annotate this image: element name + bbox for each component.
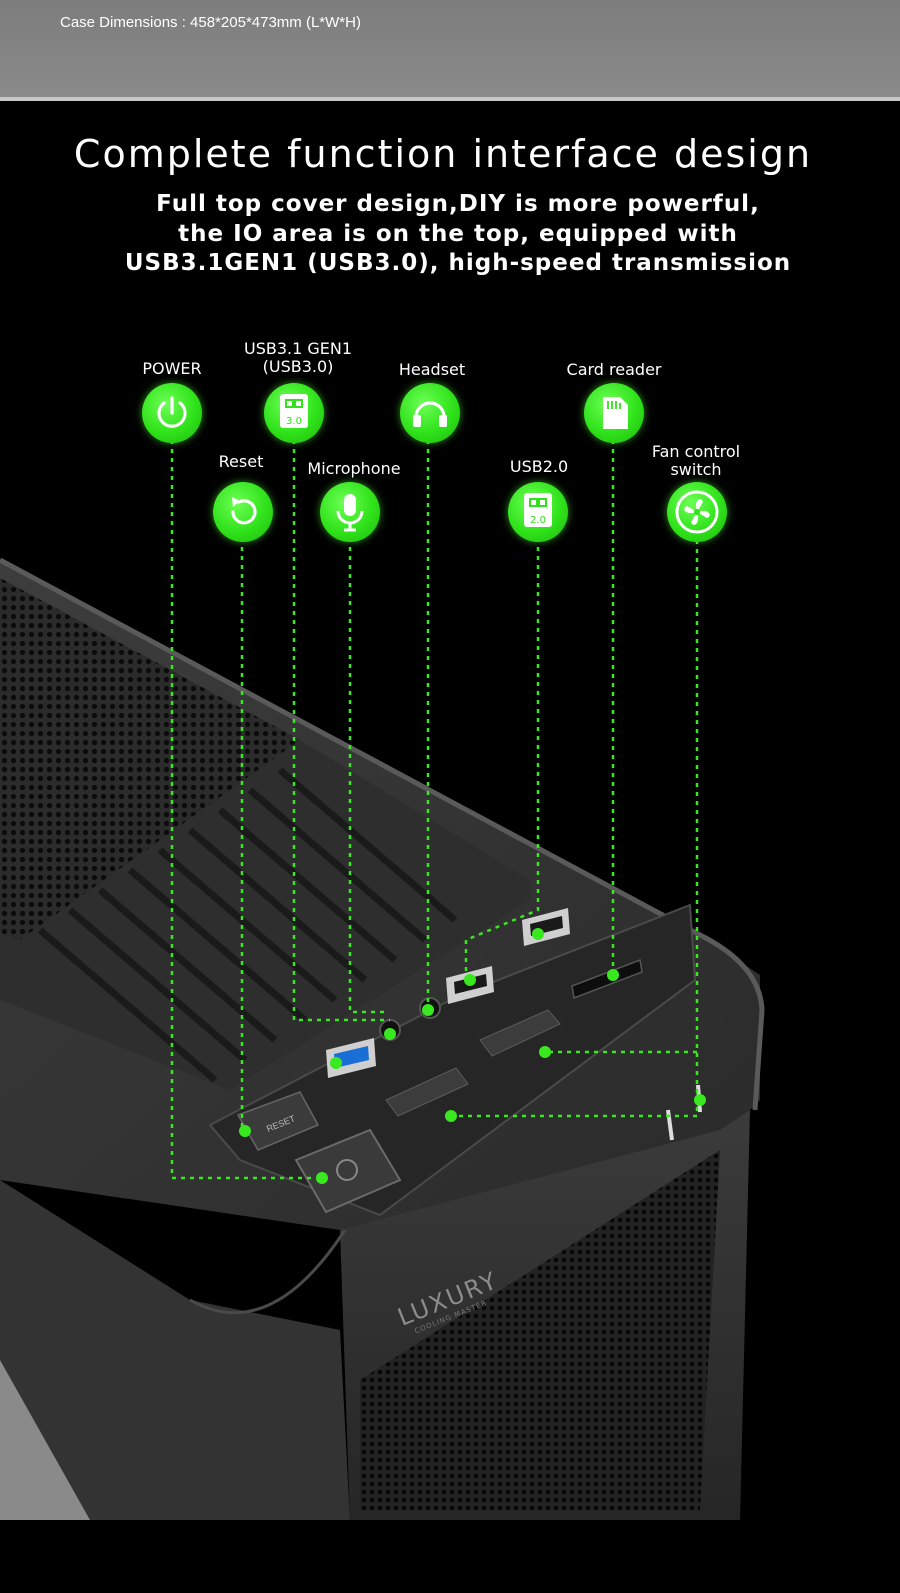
power-button-hardware [294,1128,402,1214]
subtitle-line: the IO area is on the top, equipped with [178,220,738,247]
fan-switch [479,1009,561,1057]
svg-text:2.0: 2.0 [530,515,546,526]
subtitle-line: Full top cover design,DIY is more powerf… [156,191,760,217]
led-switch [385,1067,469,1117]
headset-icon [400,383,460,443]
reset-icon [213,482,273,542]
dimensions-banner: Case Dimensions : 458*205*473mm (L*W*H) [0,0,900,101]
top-mesh-vent [0,578,300,940]
usb3-label: USB3.1 GEN1 (USB3.0) [243,339,353,376]
microphone-label: Microphone [307,459,401,478]
page-subtitle: Full top cover design,DIY is more powerf… [0,190,900,279]
usb3-icon: 3.0 [264,383,324,443]
reset-button-hardware: RESET [236,1091,320,1151]
case-side-panel [0,1180,350,1520]
reset-label: Reset [218,452,264,471]
card-reader-slot [571,958,643,1000]
power-label: POWER [142,359,202,378]
sd-card-icon [584,383,644,443]
usb2-label: USB2.0 [509,457,569,476]
subtitle-line: USB3.1GEN1 (USB3.0), high-speed transmis… [124,250,792,276]
case-dimensions-text: Case Dimensions : 458*205*473mm (L*W*H) [60,14,361,31]
usb2-icon: 2.0 [508,482,568,542]
front-mesh [360,1150,720,1510]
microphone-icon [320,482,380,542]
page-title: Complete function interface design [73,132,813,176]
power-icon [142,383,202,443]
fan-control-label: Fan control switch [651,442,741,479]
leader-endpoints [239,928,706,1184]
top-vent-slots [37,767,458,1083]
headset-label: Headset [398,360,466,379]
card-reader-label: Card reader [566,360,662,379]
leader-lines [170,440,699,1180]
fan-icon [667,482,727,542]
svg-text:3.0: 3.0 [286,416,302,427]
